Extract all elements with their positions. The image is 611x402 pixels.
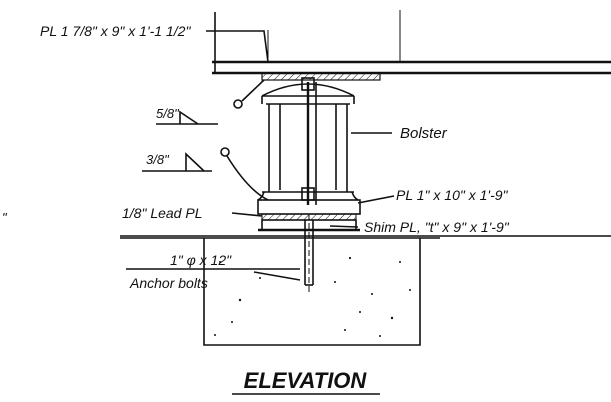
label-top-plate: PL 1 7/8" x 9" x 1'-1 1/2" (40, 23, 191, 39)
label-lead-plate: 1/8" Lead PL (122, 205, 202, 221)
label-anchor-bolts: Anchor bolts (129, 275, 208, 291)
label-bolster: Bolster (400, 125, 448, 142)
bolster (257, 77, 359, 205)
label-left-fragment: " (2, 210, 8, 225)
label-base-plate: PL 1" x 10" x 1'-9" (396, 187, 509, 203)
concrete-pier (120, 235, 611, 346)
girder (212, 10, 611, 75)
drawing-title: ELEVATION (244, 368, 368, 393)
label-weld-upper: 5/8" (156, 106, 180, 121)
label-anchor-size: 1" φ x 12" (170, 252, 232, 268)
leaders (126, 30, 395, 281)
weld-symbol-lower (142, 147, 269, 201)
weld-symbol-upper (156, 79, 265, 125)
anchor-bolt (304, 214, 314, 292)
label-weld-lower: 3/8" (146, 152, 170, 167)
top-plate (261, 72, 381, 81)
label-shim-plate: Shim PL, "t" x 9" x 1'-9" (364, 219, 510, 235)
